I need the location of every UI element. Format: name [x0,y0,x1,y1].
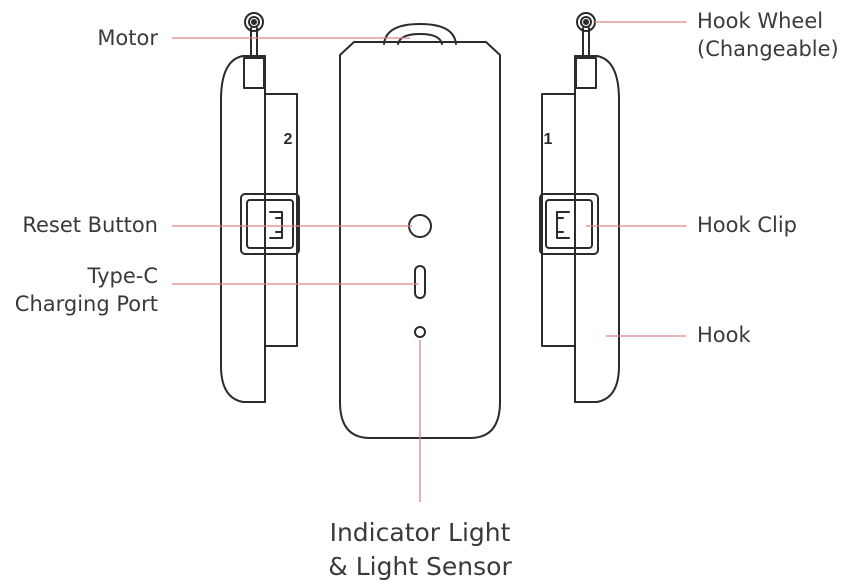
right-hook-wheel [576,12,596,32]
hook-clip-label: Hook Clip [697,213,797,237]
right-hook [539,12,620,403]
indicator-light-label: Indicator Light & Light Sensor [300,516,540,584]
left-hook-wheel [244,12,264,32]
indicator-light-shape [414,326,426,338]
hook-label: Hook [697,323,751,347]
type-c-label: Type-C Charging Port [0,262,158,318]
type-c-label-line1: Type-C [87,264,158,288]
left-hook-clip [240,193,300,255]
motor-label: Motor [97,26,158,50]
left-hook-inner-panel [264,93,298,347]
left-hook-stem [243,57,265,89]
hook-wheel-label: Hook Wheel (Changeable) [697,7,843,63]
type-c-label-line2: Charging Port [14,292,158,316]
right-hook-stem [575,57,597,89]
indicator-label-line2: & Light Sensor [328,552,512,581]
hook-wheel-label-line2: (Changeable) [697,37,839,61]
motor-top [383,23,457,45]
left-hook-body [220,55,266,403]
left-hook [220,12,300,403]
reset-button-label: Reset Button [22,213,158,237]
motor-unit [339,23,501,439]
hook-wheel-label-line1: Hook Wheel [697,9,824,33]
type-c-port-shape [414,265,426,299]
indicator-label-line1: Indicator Light [329,518,511,547]
right-hook-body [574,55,620,403]
reset-button-shape [408,214,432,238]
right-hook-inner-panel [541,93,576,347]
main-body [339,41,501,439]
right-hook-number: 1 [544,131,553,148]
right-hook-clip [539,193,599,255]
left-hook-number: 2 [284,131,293,148]
